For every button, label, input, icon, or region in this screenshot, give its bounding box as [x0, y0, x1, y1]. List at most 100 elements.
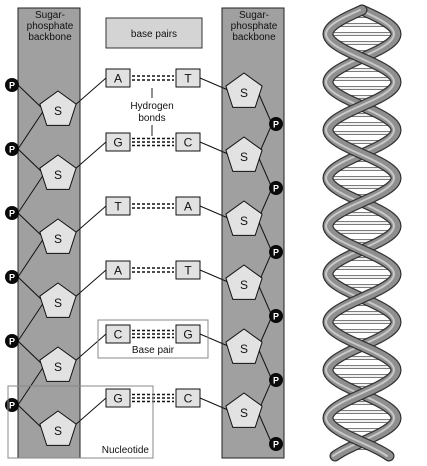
left-phosphate-label: P	[9, 145, 15, 155]
left-phosphate-label: P	[9, 209, 15, 219]
right-backbone-header-line-1: Sugar-	[239, 10, 269, 21]
right-backbone-header-line-2: phosphate	[231, 21, 278, 32]
left-backbone-header-line-3: backbone	[28, 32, 72, 43]
right-sugar	[225, 136, 263, 172]
base-pairs-header: base pairs	[131, 29, 177, 40]
left-sugar	[39, 90, 77, 126]
left-phosphate-label: P	[9, 337, 15, 347]
left-backbone-header-line-2: phosphate	[27, 21, 74, 32]
base-connectors	[73, 77, 229, 427]
right-phosphate	[269, 181, 283, 195]
right-sugar-label: S	[240, 86, 248, 100]
left-sugar-label: S	[54, 104, 62, 118]
right-base-label: T	[184, 264, 192, 278]
hydrogen-bonds-label-line-1: Hydrogen	[130, 101, 173, 112]
right-base-label: C	[184, 392, 193, 406]
left-phosphate-label: P	[9, 81, 15, 91]
left-phosphate-label: P	[9, 273, 15, 283]
left-sugar-base-link	[73, 397, 107, 427]
left-base-label: C	[114, 328, 123, 342]
helix-strand-2	[323, 5, 401, 461]
left-sugar-base-link	[73, 77, 107, 107]
left-backbone-line	[17, 84, 45, 431]
left-base	[105, 388, 131, 408]
right-base	[175, 68, 201, 88]
helix-strand-highlight	[324, 9, 396, 457]
base-pair-annotation-box	[97, 319, 209, 359]
left-sugar-label: S	[54, 168, 62, 182]
left-backbone-header: Sugar- phosphate backbone	[27, 10, 74, 43]
left-phosphate	[5, 78, 19, 92]
right-phosphate-label: P	[273, 184, 279, 194]
left-base-label: G	[113, 392, 122, 406]
left-sugar	[39, 154, 77, 190]
right-sugar-label: S	[240, 342, 248, 356]
left-sugar-base-link	[73, 269, 107, 299]
hydrogen-bonds-annotation: Hydrogen bonds	[130, 88, 174, 136]
right-sugar-base-link	[199, 77, 229, 91]
left-phosphate	[5, 142, 19, 156]
right-base	[175, 196, 201, 216]
right-base	[175, 132, 201, 152]
left-phosphate	[5, 206, 19, 220]
right-phosphate-label: P	[273, 376, 279, 386]
right-base	[175, 388, 201, 408]
right-phosphate-label: P	[273, 312, 279, 322]
right-base-label: T	[184, 72, 192, 86]
left-sugar-label: S	[54, 296, 62, 310]
right-base	[175, 324, 201, 344]
left-base	[105, 196, 131, 216]
right-backbone-header: Sugar- phosphate backbone	[231, 10, 278, 43]
left-phosphate-label: P	[9, 401, 15, 411]
right-phosphate	[269, 437, 283, 451]
right-sugar-label: S	[240, 150, 248, 164]
right-base-label: G	[183, 328, 192, 342]
right-phosphate-label: P	[273, 120, 279, 130]
left-sugar	[39, 218, 77, 254]
left-phosphate	[5, 270, 19, 284]
hydrogen-bonds-label-line-2: bonds	[138, 113, 165, 124]
right-phosphate	[269, 373, 283, 387]
left-sugar-label: S	[54, 232, 62, 246]
left-base	[105, 68, 131, 88]
helix-strand-highlight	[324, 9, 396, 457]
double-helix-illustration	[322, 4, 402, 462]
right-sugar-label: S	[240, 406, 248, 420]
left-sugar-base-link	[73, 141, 107, 171]
right-sugar-label: S	[240, 278, 248, 292]
helix-strand-1	[323, 5, 401, 461]
left-phosphate	[5, 334, 19, 348]
right-base-label: C	[184, 136, 193, 150]
right-sugar-base-link	[199, 141, 229, 155]
right-phosphate-label: P	[273, 440, 279, 450]
left-sugar-base-link	[73, 205, 107, 235]
left-base	[105, 132, 131, 152]
right-sugar-base-link	[199, 269, 229, 283]
right-sugar	[225, 264, 263, 300]
phosphate-group: P P P P P P P P P P P P	[5, 78, 283, 451]
right-phosphate	[269, 117, 283, 131]
left-base-label: G	[113, 136, 122, 150]
right-phosphate	[269, 309, 283, 323]
right-sugar-label: S	[240, 214, 248, 228]
right-sugar-base-link	[199, 205, 229, 219]
nucleotide-annotation-label: Nucleotide	[102, 445, 150, 456]
left-base	[105, 260, 131, 280]
right-sugar	[225, 200, 263, 236]
left-sugar-label: S	[54, 360, 62, 374]
right-sugar	[225, 328, 263, 364]
right-base-label: A	[184, 200, 192, 214]
base-pair-annotation-label: Base pair	[132, 345, 175, 356]
left-base-label: A	[114, 72, 122, 86]
left-base-label: T	[114, 200, 122, 214]
sugar-group: S S S S S S S S S S S S	[39, 72, 263, 446]
left-sugar-label: S	[54, 424, 62, 438]
right-sugar-base-link	[199, 333, 229, 347]
right-phosphate-label: P	[273, 248, 279, 258]
right-sugar	[225, 72, 263, 108]
nucleotide-annotation-box	[7, 385, 154, 459]
left-sugar-base-link	[73, 333, 107, 363]
left-sugar	[39, 282, 77, 318]
right-phosphate	[269, 245, 283, 259]
